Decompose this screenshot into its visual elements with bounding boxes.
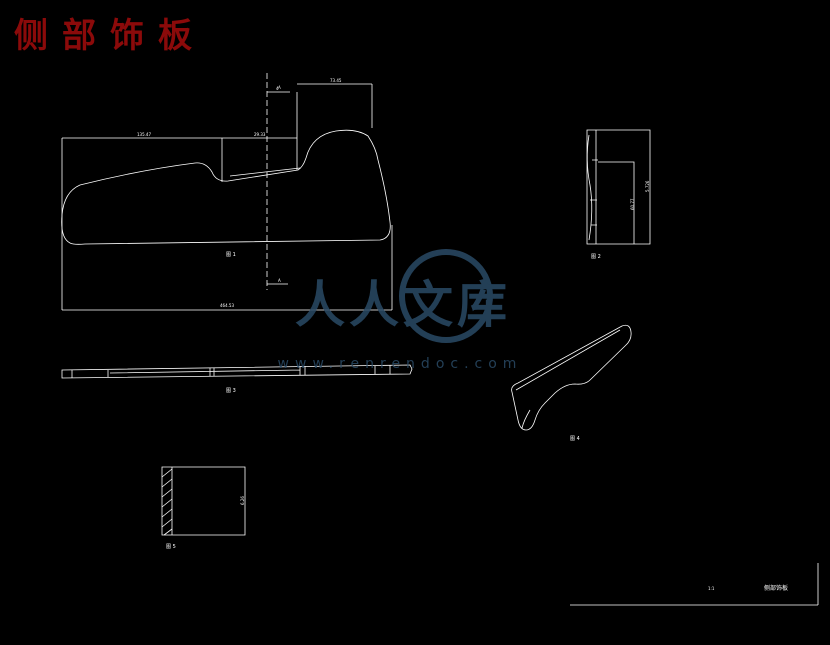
iso-view [511, 324, 632, 431]
watermark: 人人文库 www.renrendoc.com [278, 249, 523, 372]
dim-135-47: 135.47 [137, 132, 151, 137]
dim-464-53: 464.53 [220, 303, 234, 308]
title-block-frame [570, 563, 819, 606]
dim-60-77: 60.77 [630, 198, 635, 210]
dim-29-33: 29.33 [254, 132, 266, 137]
side-view-texts: 60.77 5.726 图 2 [591, 180, 650, 260]
bottom-view-details [71, 365, 391, 378]
dim-5-726: 5.726 [645, 180, 650, 192]
main-dim-lines [61, 83, 393, 311]
section-view-outline [161, 466, 246, 536]
part-name-text: 侧部饰板 [764, 584, 788, 592]
section-view [161, 466, 246, 536]
watermark-url: www.renrendoc.com [278, 356, 523, 372]
side-view-body [586, 129, 651, 245]
section-arrows [267, 91, 290, 285]
bottom-view-label: 图 3 [226, 388, 236, 394]
dim-73-45: 73.45 [330, 78, 342, 83]
main-view-label: 图 1 [226, 252, 236, 258]
watermark-text: 人人文库 [295, 276, 511, 334]
iso-view-label: 图 4 [570, 436, 580, 442]
section-view-texts: 6.26 图 5 [166, 496, 245, 550]
section-hatch [161, 468, 173, 536]
iso-view-inner [515, 329, 621, 429]
main-view-outline [61, 129, 391, 245]
section-view-label: 图 5 [166, 544, 176, 550]
scale-text: 1:1 [708, 586, 715, 591]
dim-6-26: 6.26 [240, 496, 245, 505]
dim-4: 4 [276, 86, 279, 91]
section-mark-bottom: A [278, 278, 281, 283]
title-block [570, 563, 819, 606]
side-view-label: 图 2 [591, 254, 601, 260]
section-mark-top: A [278, 85, 281, 90]
side-view-profile [586, 134, 598, 241]
side-view [586, 129, 651, 245]
main-view [61, 73, 393, 311]
drawing-title: 侧部饰板 [14, 16, 206, 56]
bottom-view-outline [61, 364, 413, 379]
iso-view-outline [511, 324, 632, 431]
main-view-texts: 73.45 4 135.47 29.33 464.53 A A 图 1 [137, 78, 342, 308]
main-view-inner-line [229, 167, 301, 177]
bottom-view [61, 364, 413, 379]
title-block-texts: 1:1 侧部饰板 [708, 584, 788, 592]
watermark-ring [399, 249, 493, 343]
